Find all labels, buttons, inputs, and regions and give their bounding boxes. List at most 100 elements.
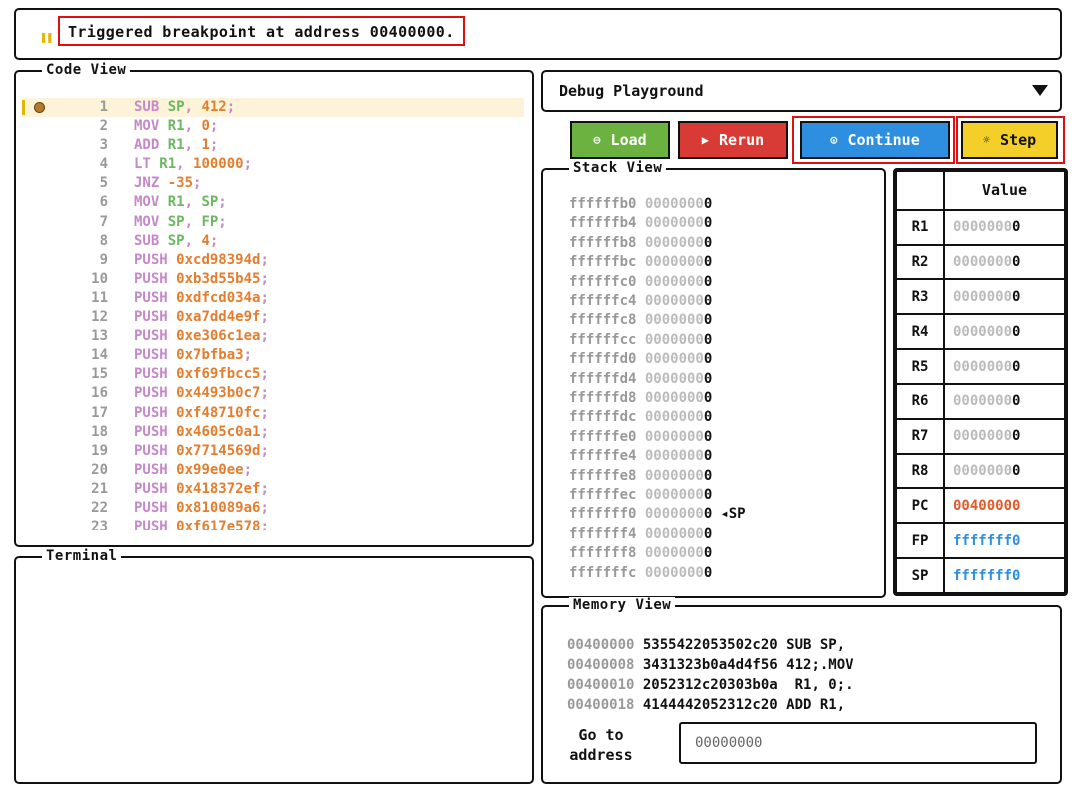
step-button-label: Step bbox=[1000, 131, 1037, 149]
breakpoint-icon[interactable] bbox=[34, 102, 45, 113]
stack-value: 00000000 bbox=[644, 331, 713, 348]
stack-row: fffffff8 00000000 bbox=[569, 545, 712, 565]
code-token: MOV bbox=[134, 194, 168, 211]
line-number: 14 bbox=[91, 347, 108, 364]
code-token: R1 bbox=[167, 137, 185, 154]
line-number: 9 bbox=[99, 251, 108, 268]
playground-select[interactable]: Debug Playground bbox=[541, 70, 1062, 112]
stack-address: ffffffd8 bbox=[569, 390, 645, 406]
current-line-marker bbox=[22, 100, 25, 115]
line-source: SUB SP, 412; bbox=[134, 98, 235, 117]
register-value: 00400000 bbox=[943, 487, 1066, 525]
code-line[interactable]: 6 MOV R1, SP; bbox=[22, 193, 524, 212]
rerun-button-label: Rerun bbox=[719, 131, 765, 149]
stack-row: ffffffd4 00000000 bbox=[569, 371, 712, 391]
stack-value: 00000000 bbox=[644, 564, 713, 581]
stack-row: ffffffd0 00000000 bbox=[569, 351, 712, 371]
goto-address-input[interactable] bbox=[679, 722, 1037, 764]
line-number: 16 bbox=[91, 385, 108, 402]
continue-button[interactable]: ⊙ Continue bbox=[800, 121, 950, 159]
stack-address: ffffffc8 bbox=[569, 312, 645, 329]
line-number: 8 bbox=[99, 232, 108, 249]
register-value: 00000000 bbox=[943, 382, 1066, 420]
stack-row: ffffffd8 00000000 bbox=[569, 390, 712, 410]
terminal[interactable]: Terminal bbox=[14, 548, 534, 784]
stack-row: ffffffc0 00000000 bbox=[569, 274, 712, 294]
pause-icon: ❚❚ bbox=[40, 30, 53, 44]
rerun-button[interactable]: ▶ Rerun bbox=[678, 121, 788, 159]
line-number: 5 bbox=[99, 175, 108, 192]
code-token: 4 bbox=[201, 232, 210, 249]
line-source: PUSH 0xdfcd034a; bbox=[134, 289, 269, 308]
line-source: PUSH 0x99e0ee; bbox=[134, 461, 252, 480]
code-token: PUSH bbox=[134, 404, 177, 421]
register-value: 00000000 bbox=[943, 243, 1066, 281]
load-button[interactable]: ⊖ Load bbox=[570, 121, 670, 159]
code-token: ; bbox=[260, 499, 269, 516]
stack-value: 00000000 bbox=[644, 409, 713, 426]
memory-address: 00400010 bbox=[567, 677, 643, 693]
line-source: JNZ -35; bbox=[134, 174, 201, 193]
line-source: PUSH 0x4493b0c7; bbox=[134, 384, 269, 403]
line-number: 7 bbox=[99, 213, 108, 230]
memory-address: 00400008 bbox=[567, 657, 643, 673]
code-token: ; bbox=[218, 213, 227, 230]
stack-row: ffffffb8 00000000 bbox=[569, 235, 712, 255]
code-token: 0 bbox=[201, 118, 210, 135]
code-line[interactable]: 5 JNZ -35; bbox=[22, 174, 524, 193]
status-message: Triggered breakpoint at address 00400000… bbox=[58, 16, 465, 46]
stack-value: 00000000 bbox=[644, 370, 713, 387]
register-name: R2 bbox=[895, 243, 945, 281]
code-token: ; bbox=[260, 385, 269, 402]
code-token: PUSH bbox=[134, 366, 177, 383]
stack-address: ffffffb0 bbox=[569, 196, 645, 212]
memory-row: 00400000 5355422053502c20 SUB SP, bbox=[567, 637, 845, 657]
line-number: 15 bbox=[91, 366, 108, 383]
code-token: R1 bbox=[159, 156, 177, 173]
code-token: R1 bbox=[167, 194, 185, 211]
code-line[interactable]: 16 PUSH 0x4493b0c7; bbox=[22, 384, 524, 403]
stack-value: 00000000 bbox=[644, 487, 713, 503]
code-token: PUSH bbox=[134, 423, 177, 440]
code-token: ; bbox=[260, 270, 269, 287]
code-token: ; bbox=[260, 251, 269, 268]
code-token: ; bbox=[209, 118, 219, 135]
line-source: MOV R1, SP; bbox=[134, 193, 227, 212]
register-value: 00000000 bbox=[943, 452, 1066, 490]
stack-address: ffffffdc bbox=[569, 409, 645, 426]
stack-value: 00000000 bbox=[644, 215, 713, 232]
code-token: ; bbox=[243, 156, 253, 173]
code-token: , bbox=[184, 232, 202, 249]
memory-row: 00400018 4144442052312c20 ADD R1, bbox=[567, 697, 845, 717]
line-number: 6 bbox=[99, 194, 108, 211]
caret-down-icon bbox=[1032, 85, 1048, 96]
step-button[interactable]: ☼ Step bbox=[961, 121, 1058, 159]
stack-address: ffffffec bbox=[569, 487, 645, 503]
code-token: 0xe306c1ea bbox=[176, 328, 261, 345]
